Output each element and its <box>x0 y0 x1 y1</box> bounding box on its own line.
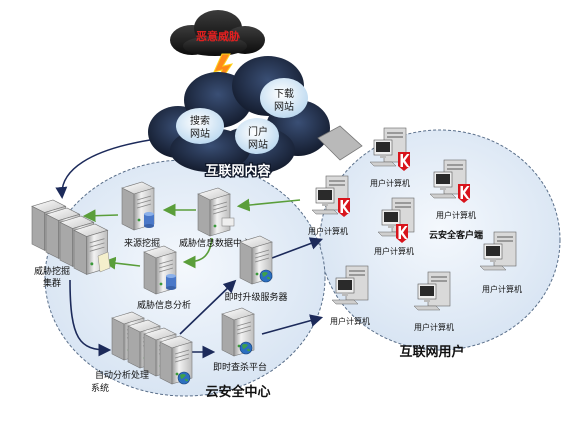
arrow-scan-to-users <box>261 314 324 335</box>
globe-icon <box>259 269 273 283</box>
user-computer-3-label: 用户计算机 <box>308 226 348 236</box>
threat-data-center-server-icon <box>197 187 235 237</box>
database-icon <box>144 212 154 228</box>
scan-platform-label: 即时查杀平台 <box>213 361 267 373</box>
user-computer-3 <box>311 175 350 217</box>
user-computer-7-label: 用户计算机 <box>414 322 454 332</box>
auto-analysis-label-line2: 系统 <box>91 382 109 394</box>
arrow-auto-to-upgrade <box>179 279 237 335</box>
threat-label: 恶意威胁 <box>196 29 240 43</box>
user-computer-4-label: 用户计算机 <box>374 246 414 256</box>
site-search-line2: 网站 <box>190 127 210 140</box>
site-search-line1: 搜索 <box>190 114 210 127</box>
cloud-client-label: 云安全客户端 <box>429 229 483 241</box>
threat-storm-cloud-icon <box>170 10 265 56</box>
user-computer-5-label: 用户计算机 <box>482 284 522 294</box>
scan-platform-server-icon <box>221 307 255 357</box>
arrow-source-to-cluster <box>82 209 119 223</box>
internet-title: 互联网内容 <box>205 163 270 179</box>
cloud-center-title: 云安全中心 <box>205 384 270 400</box>
threat-cluster-label-line2: 集群 <box>43 277 61 289</box>
upgrade-server-icon <box>239 235 273 285</box>
threat-cluster-label-line1: 威胁挖掘 <box>34 265 70 277</box>
user-computer-6-label: 用户计算机 <box>330 316 370 326</box>
arrow-datacenter-to-analysis <box>182 237 213 269</box>
user-computer-1 <box>369 127 410 171</box>
threat-analysis-server-icon <box>143 245 177 295</box>
source-mining-server-icon <box>121 181 155 231</box>
site-download-line1: 下载 <box>274 88 294 100</box>
arrow-cluster-to-auto <box>69 279 112 357</box>
arrow-internet-to-cluster <box>55 139 151 199</box>
user-computer-2-label: 用户计算机 <box>436 210 476 220</box>
source-mining-label: 来源挖掘 <box>124 237 160 249</box>
threat-analysis-label: 威胁信息分析 <box>137 299 191 311</box>
cloud-to-users-connector <box>317 125 363 161</box>
auto-analysis-label-line1: 自动分析处理 <box>95 369 149 381</box>
arrow-analysis-to-cluster <box>102 256 141 270</box>
database-icon <box>166 274 176 290</box>
threat-cluster-server-icon <box>31 199 111 275</box>
site-download-line2: 网站 <box>274 100 294 113</box>
internet-users-title: 互联网用户 <box>399 344 464 360</box>
globe-icon <box>239 341 253 355</box>
arrow-upgrade-to-users <box>271 237 323 259</box>
threat-data-center-label: 威胁信息数据中心 <box>179 237 251 249</box>
upgrade-server-label: 即时升级服务器 <box>224 291 287 303</box>
user-computer-1-label: 用户计算机 <box>370 178 410 188</box>
internet-cloud-icon <box>148 56 330 174</box>
site-portal-line1: 门户 <box>248 125 268 138</box>
arrow-users-to-datacenter <box>236 198 301 212</box>
site-portal-line2: 网站 <box>248 138 268 151</box>
